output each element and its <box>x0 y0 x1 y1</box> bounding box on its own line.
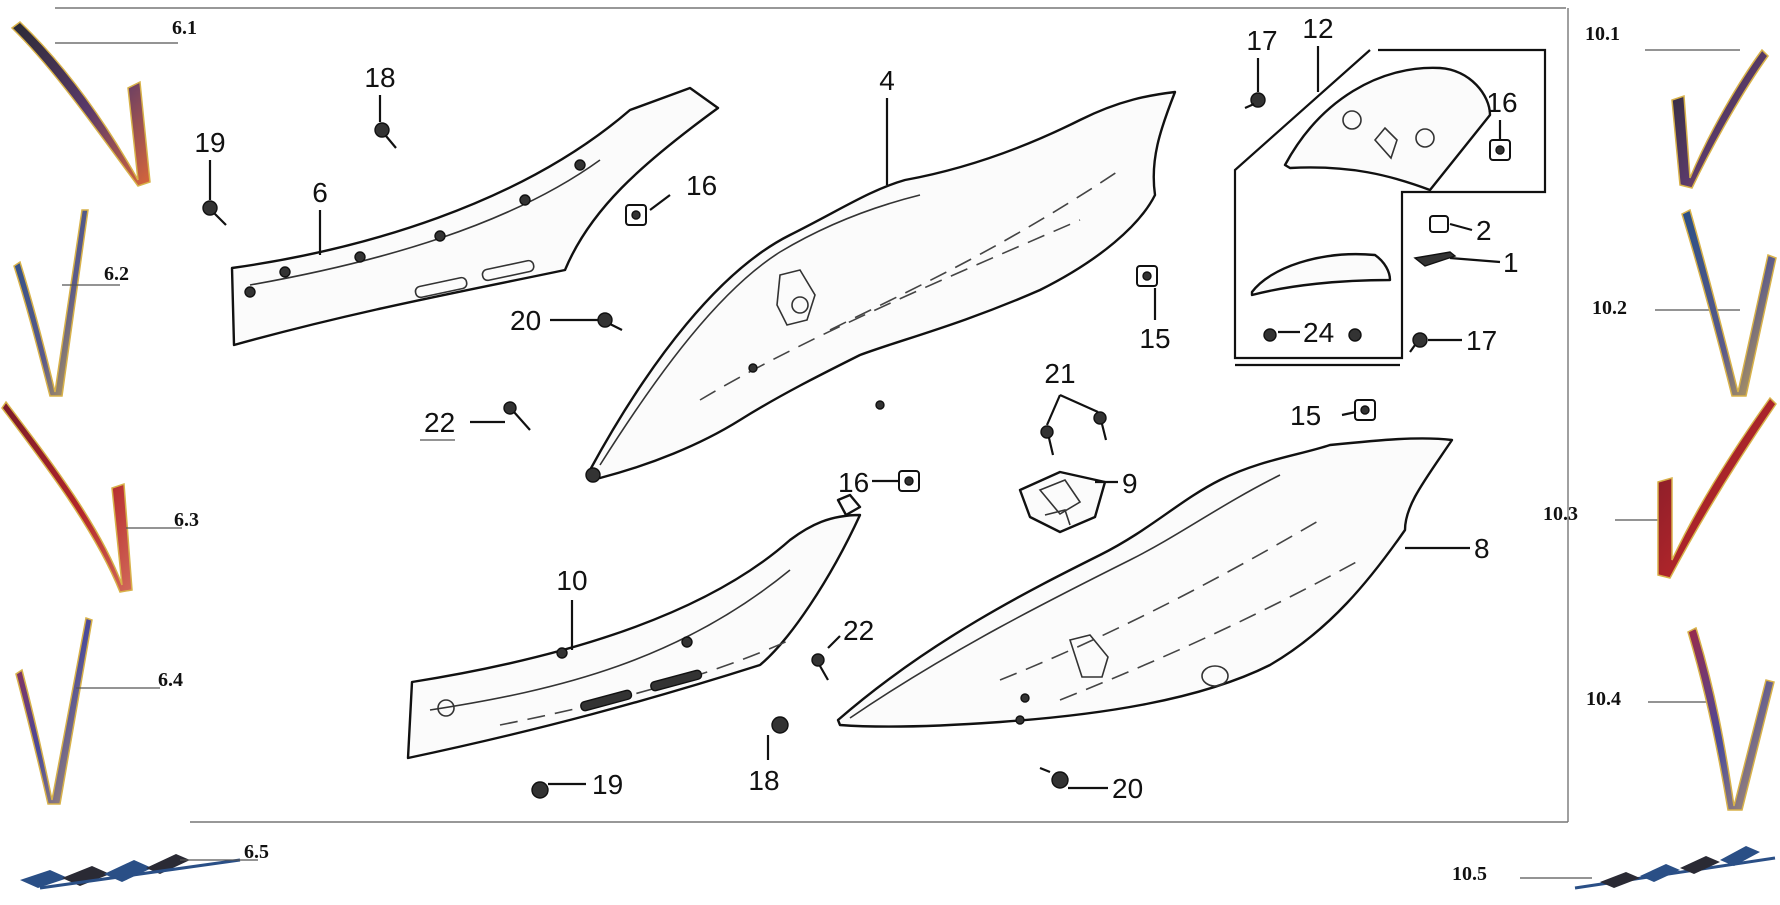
stripe-decal-icon <box>1687 626 1775 811</box>
variant-label-10-5: 10.5 <box>1452 863 1487 885</box>
callout-16a: 16 <box>686 170 717 201</box>
stripe-decal-icon <box>15 617 93 805</box>
part-9-bracket <box>1018 470 1107 534</box>
callout-2: 2 <box>1476 215 1492 246</box>
left-variant-6-3: 6.3 <box>1 400 199 593</box>
left-variant-6-1: 6.1 <box>10 17 197 187</box>
screw-21b <box>1093 411 1108 441</box>
part-10-side-trim <box>406 493 862 760</box>
callout-1: 1 <box>1503 247 1519 278</box>
variant-label-6-4: 6.4 <box>158 669 183 691</box>
part-4-body-cowl <box>585 90 1177 483</box>
variant-label-6-1: 6.1 <box>172 17 197 39</box>
callout-22b: 22 <box>843 615 874 646</box>
bolt-20b <box>1039 766 1069 789</box>
stripe-decal-icon <box>10 21 151 187</box>
callout-4: 4 <box>879 65 895 96</box>
leader-2 <box>1449 222 1473 232</box>
part-12-group-box <box>1233 48 1547 360</box>
callout-19a: 19 <box>194 127 225 158</box>
callout-18a: 18 <box>364 62 395 93</box>
part-8-body-cowl <box>836 437 1454 728</box>
variant-label-10-1: 10.1 <box>1585 23 1620 45</box>
callout-21: 21 <box>1044 358 1075 389</box>
callout-20a: 20 <box>510 305 541 336</box>
callout-15b: 15 <box>1290 400 1321 431</box>
stripe-decal-icon <box>13 209 89 397</box>
callout-9: 9 <box>1122 468 1138 499</box>
callout-10: 10 <box>556 565 587 596</box>
leader-21b <box>1059 393 1099 414</box>
screw-24b <box>1348 328 1362 342</box>
bolt-18a <box>374 122 397 149</box>
leader-22b <box>827 635 841 649</box>
stripe-decal-icon <box>1657 396 1777 579</box>
clip-nut-16a <box>625 204 647 226</box>
callout-17a: 17 <box>1246 25 1277 56</box>
bolt-18b <box>771 716 789 734</box>
callout-20b: 20 <box>1112 773 1143 804</box>
screw-24a <box>1263 328 1277 342</box>
left-variant-6-5: 6.5 <box>20 841 269 890</box>
clip-nut-2 <box>1429 215 1449 233</box>
part-24-tail-piece <box>1250 253 1392 297</box>
variant-label-6-5: 6.5 <box>244 841 269 863</box>
callout-18b: 18 <box>748 765 779 796</box>
variant-label-10-3: 10.3 <box>1543 503 1578 525</box>
callout-19b: 19 <box>592 769 623 800</box>
checker-decal-icon <box>1574 846 1776 890</box>
stripe-decal-icon <box>1 400 133 593</box>
clip-nut-16c <box>1489 139 1511 161</box>
right-variant-10-4: 10.4 <box>1586 626 1775 811</box>
clip-nut-15b <box>1354 399 1376 421</box>
leader-1 <box>1449 256 1501 264</box>
part-6-side-trim <box>230 86 720 347</box>
bolt-17a <box>1244 92 1266 110</box>
callout-24: 24 <box>1303 317 1334 348</box>
callout-6: 6 <box>312 177 328 208</box>
variant-label-6-2: 6.2 <box>104 263 129 285</box>
screw-22b <box>811 653 829 681</box>
right-variant-10-2: 10.2 <box>1592 208 1777 397</box>
leader-21a <box>1045 394 1062 426</box>
variant-label-10-2: 10.2 <box>1592 297 1627 319</box>
bolt-19b <box>531 781 549 799</box>
callout-16b: 16 <box>838 467 869 498</box>
bolt-20a <box>597 312 623 331</box>
callout-16c: 16 <box>1486 87 1517 118</box>
bolt-17b <box>1409 332 1428 353</box>
checker-decal-icon <box>20 854 241 890</box>
stripe-decal-icon <box>1681 208 1777 397</box>
callout-22a: 22 <box>424 407 455 438</box>
right-variant-10-1: 10.1 <box>1585 23 1769 189</box>
callout-12: 12 <box>1302 13 1333 44</box>
leader-15b <box>1341 410 1357 417</box>
variant-label-10-4: 10.4 <box>1586 688 1621 710</box>
right-variant-10-3: 10.3 <box>1543 396 1777 579</box>
clip-nut-15a <box>1136 265 1158 287</box>
callout-8: 8 <box>1474 533 1490 564</box>
left-variant-6-2: 6.2 <box>13 209 129 397</box>
leader-16a <box>649 194 671 211</box>
left-variant-6-4: 6.4 <box>15 617 183 805</box>
callout-17b: 17 <box>1466 325 1497 356</box>
part-12-tail-cover <box>1283 66 1492 192</box>
variant-label-6-3: 6.3 <box>174 509 199 531</box>
right-variant-10-5: 10.5 <box>1452 846 1776 890</box>
bolt-19a <box>202 200 227 226</box>
screw-21a <box>1040 425 1055 456</box>
clip-1 <box>1413 251 1457 267</box>
callout-15a: 15 <box>1139 323 1170 354</box>
screw-22a <box>503 401 531 431</box>
stripe-decal-icon <box>1671 48 1769 189</box>
clip-nut-16b <box>898 470 920 492</box>
